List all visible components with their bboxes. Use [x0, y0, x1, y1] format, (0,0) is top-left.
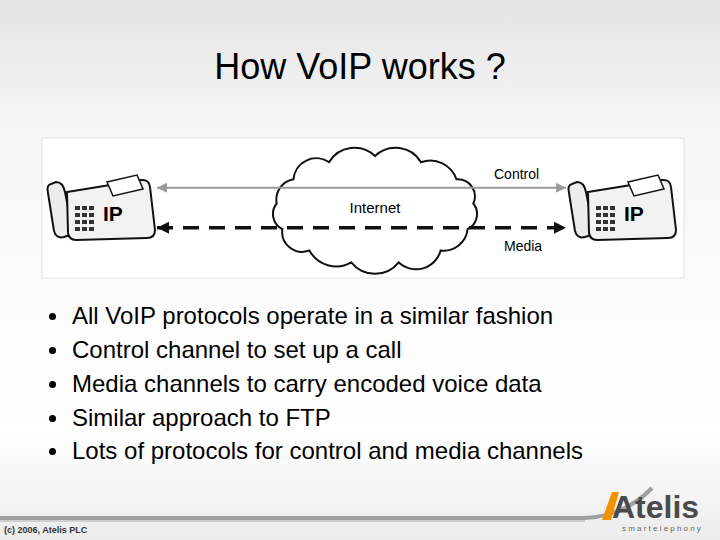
- phone-key: [596, 220, 601, 224]
- bullet-dot: [49, 313, 56, 320]
- phone-key: [603, 206, 608, 210]
- bullet-text: Media channels to carry encoded voice da…: [72, 370, 712, 399]
- phone-key: [610, 227, 615, 231]
- phone-key: [610, 206, 615, 210]
- phone-key: [75, 206, 80, 210]
- phone-shape: [566, 170, 678, 244]
- phone-key: [89, 227, 94, 231]
- bullet-dot: [49, 448, 56, 455]
- bullet-text: Lots of protocols for control and media …: [72, 437, 717, 466]
- phone-key: [82, 206, 87, 210]
- ip-phone: IP: [566, 170, 678, 244]
- bullet-dot: [49, 381, 56, 388]
- phone-shape: [45, 170, 157, 244]
- bullet-text: Control channel to set up a call: [72, 336, 712, 365]
- bullet-dot: [49, 415, 56, 422]
- footer-line: [0, 520, 585, 522]
- copyright-note: (c) 2006, Atelis PLC: [4, 525, 204, 536]
- logo-wordmark: Atelis: [612, 488, 720, 526]
- phone-key: [596, 206, 601, 210]
- internet-cloud: Internet: [262, 143, 488, 277]
- diagram-panel: [42, 138, 684, 278]
- edge-label: Media: [504, 238, 542, 254]
- phone-key: [89, 213, 94, 217]
- phone-key: [75, 227, 80, 231]
- phone-label: IP: [103, 202, 143, 225]
- phone-key: [596, 213, 601, 217]
- phone-key: [603, 227, 608, 231]
- phone-label: IP: [624, 202, 664, 225]
- phone-display: [107, 175, 143, 196]
- slide-title: How VoIP works ?: [0, 46, 720, 88]
- control-arrow: [157, 187, 566, 189]
- phone-key: [75, 220, 80, 224]
- phone-key: [75, 213, 80, 217]
- phone-key: [89, 220, 94, 224]
- cloud-label: Internet: [262, 200, 488, 217]
- edge-label: Control: [494, 166, 539, 182]
- bullet-dot: [49, 347, 56, 354]
- phone-key: [82, 220, 87, 224]
- bullet-text: Similar approach to FTP: [72, 404, 712, 433]
- footer-swoosh: [0, 488, 652, 518]
- phone-key: [596, 227, 601, 231]
- phone-key: [82, 227, 87, 231]
- phone-key: [82, 213, 87, 217]
- phone-key: [603, 220, 608, 224]
- phone-display: [628, 175, 664, 196]
- bullet-text: All VoIP protocols operate in a similar …: [72, 302, 712, 331]
- phone-key: [603, 213, 608, 217]
- media-arrow: [157, 226, 566, 230]
- phone-key: [89, 206, 94, 210]
- phone-key: [610, 213, 615, 217]
- logo-tagline: smartelephony: [622, 524, 720, 534]
- ip-phone: IP: [45, 170, 157, 244]
- phone-key: [610, 220, 615, 224]
